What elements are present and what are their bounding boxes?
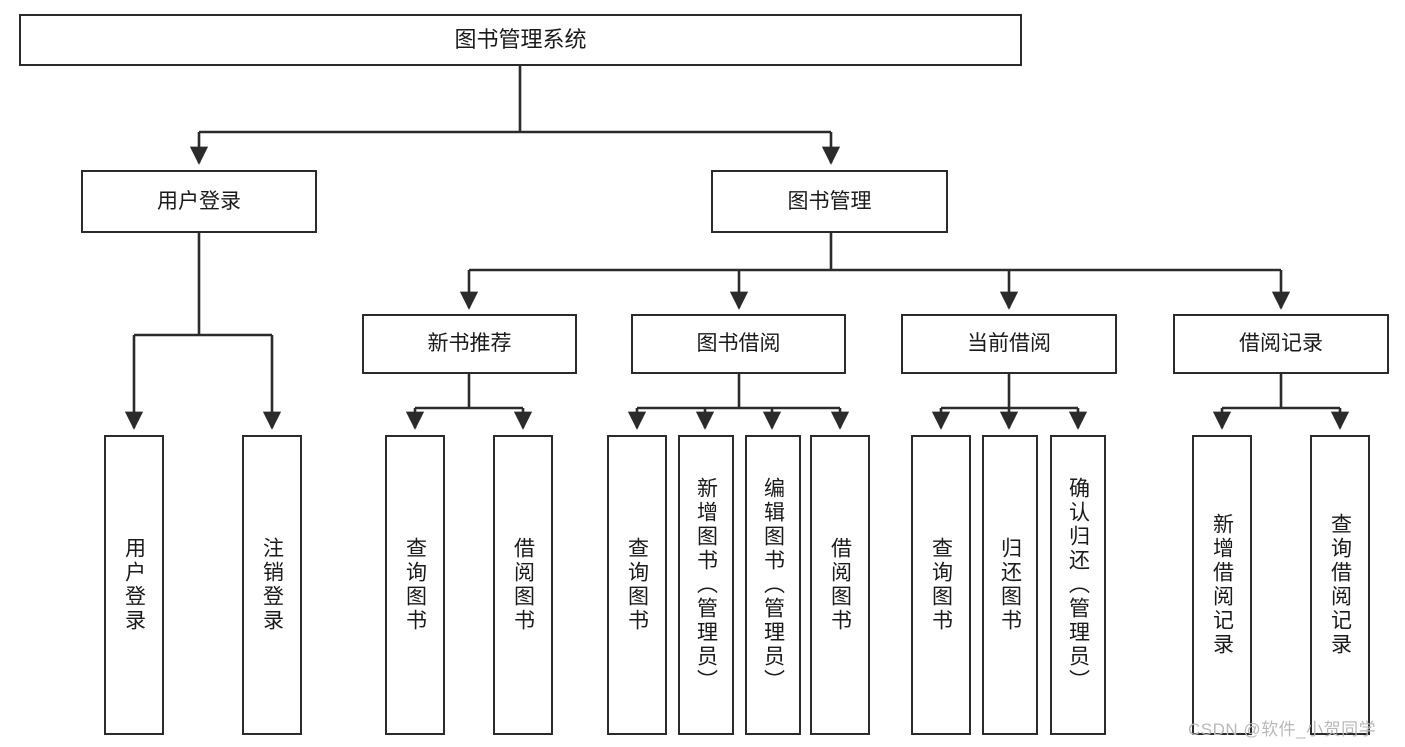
node-label: 借阅记录 <box>1239 332 1323 356</box>
leaf-query-borrow-record[interactable]: 查询借阅记录 <box>1310 435 1370 735</box>
leaf-return-book[interactable]: 归还图书 <box>982 435 1038 735</box>
node-label: 借阅图书 <box>511 537 535 633</box>
leaf-query-book-current[interactable]: 查询图书 <box>911 435 971 735</box>
node-label: 图书借阅 <box>696 332 781 356</box>
node-label: 查询借阅记录 <box>1328 513 1352 657</box>
leaf-borrow-book-recommend[interactable]: 借阅图书 <box>493 435 553 735</box>
leaf-user-logout[interactable]: 注销登录 <box>242 435 302 735</box>
node-label: 当前借阅 <box>967 332 1051 356</box>
node-label: 查询图书 <box>625 537 649 633</box>
node-label: 注销登录 <box>260 537 284 633</box>
node-borrow-record[interactable]: 借阅记录 <box>1173 314 1389 374</box>
leaf-borrow-book[interactable]: 借阅图书 <box>810 435 870 735</box>
node-user-login[interactable]: 用户登录 <box>81 170 317 233</box>
node-current-borrow[interactable]: 当前借阅 <box>901 314 1117 374</box>
leaf-query-book-recommend[interactable]: 查询图书 <box>385 435 445 735</box>
node-label: 查询图书 <box>929 537 953 633</box>
node-label: 图书管理系统 <box>454 26 587 52</box>
node-book-borrow[interactable]: 图书借阅 <box>631 314 846 374</box>
node-label: 新增图书（管理员） <box>694 477 718 693</box>
node-book-management[interactable]: 图书管理 <box>711 170 948 233</box>
leaf-edit-book-admin[interactable]: 编辑图书（管理员） <box>745 435 801 735</box>
node-label: 用户登录 <box>122 537 146 633</box>
leaf-add-borrow-record[interactable]: 新增借阅记录 <box>1192 435 1252 735</box>
leaf-user-login[interactable]: 用户登录 <box>104 435 164 735</box>
leaf-confirm-return-admin[interactable]: 确认归还（管理员） <box>1050 435 1106 735</box>
leaf-query-book-borrow[interactable]: 查询图书 <box>607 435 667 735</box>
node-label: 用户登录 <box>157 189 241 213</box>
node-label: 图书管理 <box>787 189 872 213</box>
node-label: 编辑图书（管理员） <box>761 477 785 693</box>
node-label: 查询图书 <box>403 537 427 633</box>
leaf-add-book-admin[interactable]: 新增图书（管理员） <box>678 435 734 735</box>
node-label: 新书推荐 <box>427 332 512 356</box>
node-new-book-recommend[interactable]: 新书推荐 <box>362 314 577 374</box>
csdn-watermark: CSDN @软件_小贺同学 <box>1188 720 1377 739</box>
node-root-system[interactable]: 图书管理系统 <box>19 14 1022 66</box>
node-label: 借阅图书 <box>828 537 852 633</box>
node-label: 归还图书 <box>998 537 1022 633</box>
node-label: 新增借阅记录 <box>1210 513 1234 657</box>
node-label: 确认归还（管理员） <box>1066 477 1090 693</box>
